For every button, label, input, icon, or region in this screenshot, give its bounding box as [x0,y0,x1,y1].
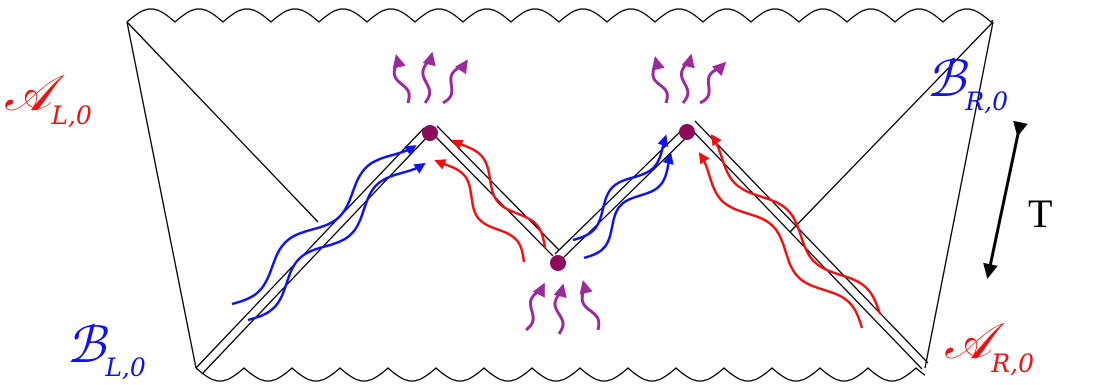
blue-signal-mid-1 [572,134,669,242]
signals-group [231,51,882,335]
radiation-left-2 [421,51,436,104]
label-b-right: ℬR,0 [926,50,1008,116]
radiation-left-3 [442,59,468,105]
top-singularity [126,8,994,23]
red-signal-right-1 [710,134,882,315]
blue-signal-mid-2 [583,152,674,260]
radiation-bottom-1 [525,282,545,332]
radiation-right-1 [651,56,669,104]
label-b-right-main: ℬ [926,50,969,108]
middle-left-rail [430,125,560,257]
left-horizon [126,21,319,223]
label-a-right-sub: R,0 [990,349,1034,378]
blue-signal-left-2 [247,162,426,322]
radiation-left-1 [392,54,411,104]
time-interval-arrow [983,120,1028,279]
event-dot-bottom [550,255,566,271]
red-signal-mid-1 [451,139,547,249]
blue-signal-left-1 [231,145,417,306]
radiation-right-3 [699,61,727,105]
label-b-left-sub: L,0 [104,353,146,382]
label-b-left-main: ℬ [66,316,109,374]
label-b-right-sub: R,0 [964,87,1008,116]
left-boundary [126,21,197,369]
bottom-singularity [195,367,926,382]
event-dot-left [422,125,438,141]
label-a-left: 𝒜L,0 [4,64,92,130]
right-signal-rail [688,120,929,370]
radiation-bottom-3 [579,279,601,331]
red-signal-right-2 [698,152,864,329]
radiation-right-2 [680,53,695,104]
right-boundary [924,21,994,369]
event-dot-right [679,124,695,140]
radiation-bottom-2 [553,283,567,335]
red-signal-mid-2 [434,159,526,263]
time-interval-label: T [1028,191,1052,236]
label-b-left: ℬL,0 [66,316,146,382]
label-a-right: 𝒜R,0 [944,312,1034,378]
right-horizon [789,21,994,233]
left-signal-rail [195,127,431,375]
label-a-left-sub: L,0 [50,101,92,130]
